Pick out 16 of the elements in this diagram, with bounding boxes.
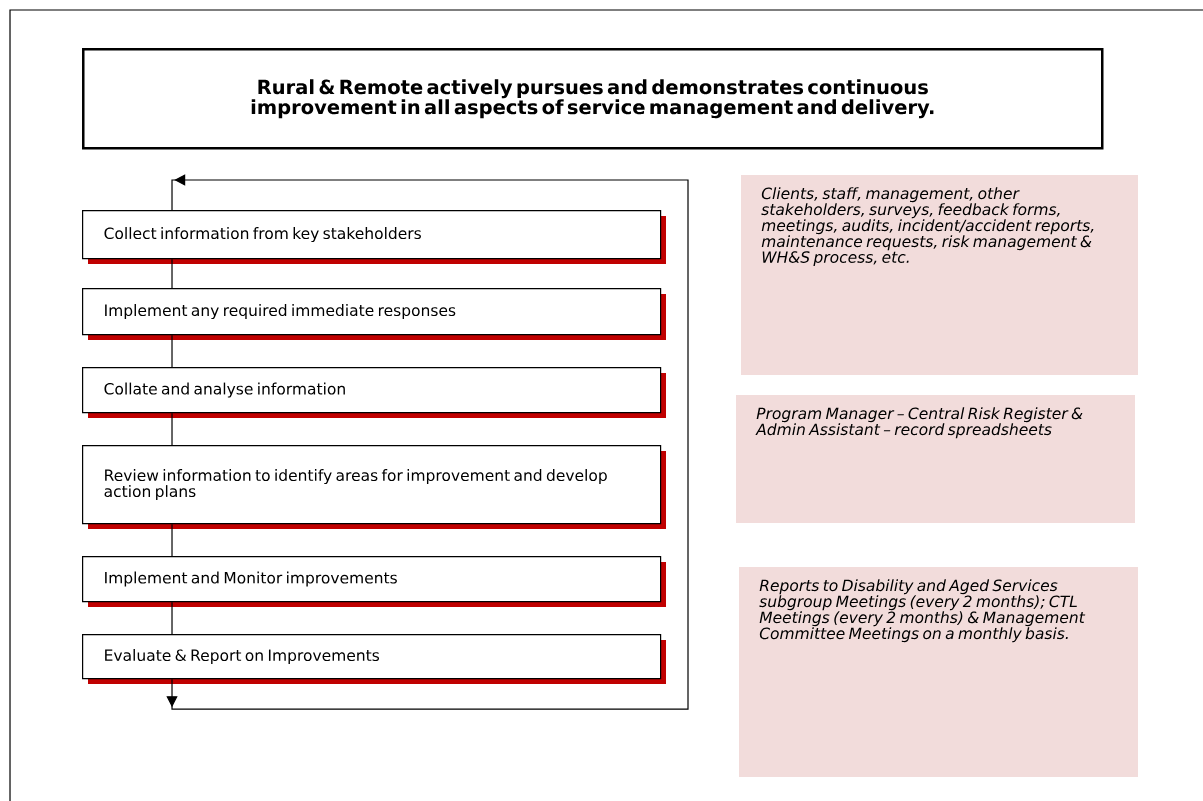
process-box: Collect information from key stakeholders: [82, 210, 666, 264]
process-box: Implement any required immediate responses: [82, 288, 666, 340]
connector-line: [171, 523, 173, 557]
loop-arrow: [166, 174, 689, 710]
process-box: Implement and Monitor improvements: [82, 556, 666, 607]
connector-line: [171, 334, 173, 368]
note-box: Program Manager – Central Risk Register & Admin Assistant – record spreadsheets: [736, 395, 1135, 523]
title-box: Rural & Remote actively pursues and demonstrates continuous improvement in all aspects of service management and delivery.: [82, 48, 1104, 150]
connector-line: [171, 258, 173, 289]
connector-line: [171, 601, 173, 635]
process-box: Collate and analyse information: [82, 367, 666, 418]
note-box: Reports to Disability and Aged Services subgroup Meetings (every 2 months); CTL Meetings (every 2 months) & Management Committee Meetings on a monthly basis.: [739, 567, 1138, 777]
process-box: Review information to identify areas for improvement and develop action plans: [82, 445, 666, 529]
note-box: Clients, staff, management, other stakeholders, surveys, feedback forms, meetings, audits, incident/accident reports, maintenance requests, risk management & WH&S process, etc.: [741, 175, 1138, 375]
connector-line: [171, 412, 173, 446]
process-box: Evaluate & Report on Improvements: [82, 634, 666, 684]
